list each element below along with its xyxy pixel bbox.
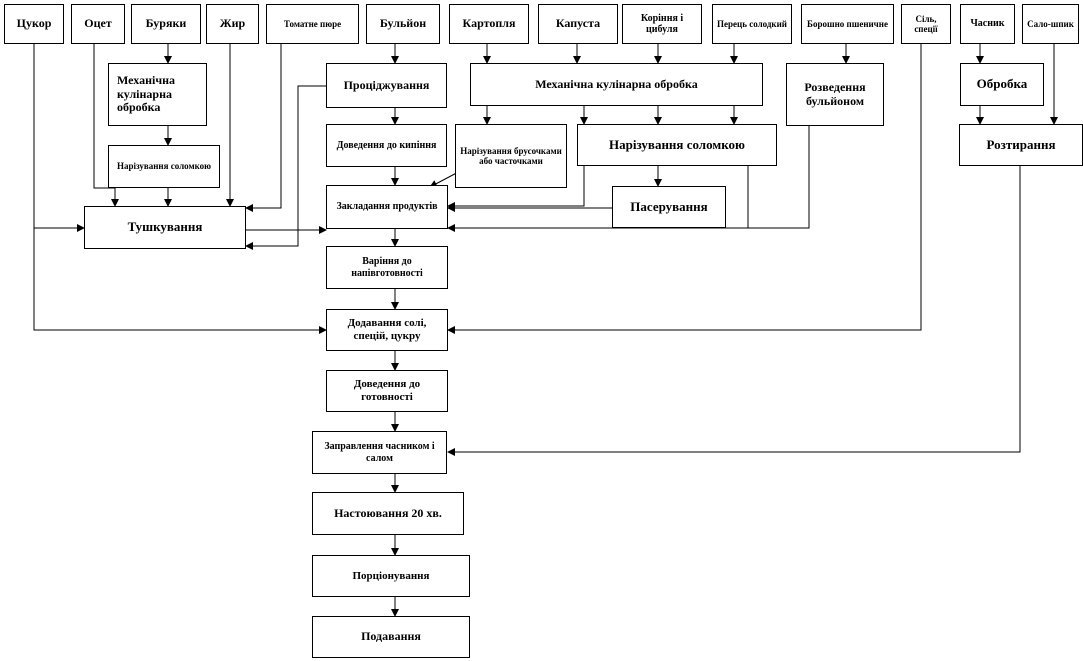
- ingredient-potatoes-box: Картопля: [449, 4, 529, 44]
- connector-straining-to-stewing: [245, 85, 326, 250]
- ingredient-wheat-flour-label: Борошно пшеничне: [807, 18, 888, 29]
- step-cutting-bars-or-pieces-label: Нарізування брусочками або часточками: [460, 145, 562, 166]
- ingredient-garlic-box: Часник: [960, 4, 1015, 44]
- ingredient-salt-spices-box: Сіль, спеції: [901, 4, 951, 44]
- step-grinding: Розтирання: [959, 124, 1083, 166]
- connector-sugar-to-adding: [33, 44, 327, 334]
- ingredient-beets-box: Буряки: [131, 4, 201, 44]
- ingredient-vinegar-box: Оцет: [71, 4, 125, 44]
- ingredient-tomato-puree-box: Томатне пюре: [266, 4, 359, 44]
- step-seasoning-garlic-fat-label: Заправлення часником і салом: [324, 441, 435, 464]
- ingredient-roots-onion-box: Коріння і цибуля: [622, 4, 702, 44]
- connector-cutstrips-to-adding-products: [447, 166, 585, 210]
- ingredient-sweet-pepper-label: Перець солодкий: [717, 18, 787, 29]
- connector-grinding-to-seasoning: [447, 166, 1021, 456]
- step-beet-mechanical-processing: Механічна кулінарна обробка: [108, 63, 207, 126]
- step-beet-cutting-strips-label: Нарізування соломкою: [116, 161, 212, 172]
- ingredient-pork-fat-label: Сало-шпик: [1027, 18, 1074, 29]
- step-cutting-strips: Нарізування соломкою: [577, 124, 777, 166]
- step-cutting-bars-or-pieces: Нарізування брусочками або часточками: [455, 124, 567, 188]
- step-veg-mechanical-processing: Механічна кулінарна обробка: [470, 63, 763, 106]
- step-straining: Проціджування: [326, 63, 447, 108]
- connector-tomato-to-stewing: [245, 44, 282, 212]
- step-serving: Подавання: [312, 616, 470, 658]
- ingredient-roots-onion-label: Коріння і цибуля: [640, 12, 684, 36]
- step-beet-cutting-strips: Нарізування соломкою: [108, 145, 220, 188]
- step-dilution-with-broth-label: Розведення бульйоном: [804, 79, 866, 108]
- ingredient-sugar-box: Цукор: [4, 4, 64, 44]
- connector-dilution-to-adding-products: [447, 126, 810, 232]
- step-infusing-label: Настоювання 20 хв.: [334, 505, 442, 520]
- step-adding-products-label: Закладання продуктів: [336, 201, 438, 213]
- step-bring-to-readiness: Доведення до готовності: [326, 370, 448, 412]
- ingredient-wheat-flour-box: Борошно пшеничне: [801, 4, 894, 44]
- step-cooking-half-ready-label: Варіння до напівготовності: [351, 256, 423, 279]
- ingredient-salt-spices-label: Сіль, спеції: [914, 13, 938, 34]
- ingredient-garlic-label: Часник: [970, 18, 1005, 30]
- ingredient-beets-label: Буряки: [145, 16, 187, 31]
- step-bring-to-boil-label: Доведення до кипіння: [336, 139, 437, 151]
- step-adding-salt-spices-sugar-label: Додавання солі, спецій, цукру: [347, 317, 427, 342]
- connector-vinegar-to-stewing: [93, 44, 119, 207]
- step-sauteing: Пасерування: [612, 186, 726, 228]
- step-grinding-label: Розтирання: [986, 136, 1056, 152]
- step-seasoning-garlic-fat: Заправлення часником і салом: [312, 431, 447, 474]
- ingredient-sweet-pepper-box: Перець солодкий: [712, 4, 792, 44]
- ingredient-pork-fat-box: Сало-шпик: [1022, 4, 1079, 44]
- ingredient-sugar-label: Цукор: [16, 16, 52, 31]
- ingredient-potatoes-label: Картопля: [462, 16, 516, 31]
- ingredient-vinegar-label: Оцет: [84, 16, 112, 31]
- connector-salt-to-adding-salt: [447, 44, 922, 334]
- ingredient-cabbage-box: Капуста: [538, 4, 618, 44]
- step-beet-mechanical-processing-label: Механічна кулінарна обробка: [117, 72, 176, 115]
- step-stewing: Тушкування: [84, 206, 246, 249]
- step-cutting-strips-label: Нарізування соломкою: [609, 136, 745, 152]
- step-infusing: Настоювання 20 хв.: [312, 492, 464, 535]
- step-serving-label: Подавання: [361, 629, 421, 644]
- step-dilution-with-broth: Розведення бульйоном: [786, 63, 884, 126]
- step-garlic-processing-label: Обробка: [976, 76, 1028, 92]
- step-veg-mechanical-processing-label: Механічна кулінарна обробка: [535, 76, 698, 91]
- step-adding-products: Закладання продуктів: [326, 185, 448, 229]
- step-garlic-processing: Обробка: [960, 63, 1044, 106]
- step-cooking-half-ready: Варіння до напівготовності: [326, 246, 448, 289]
- step-straining-label: Проціджування: [343, 77, 430, 92]
- step-bring-to-readiness-label: Доведення до готовності: [353, 378, 421, 403]
- ingredient-cabbage-label: Капуста: [555, 16, 601, 31]
- ingredient-broth-box: Бульйон: [366, 4, 440, 44]
- step-sauteing-label: Пасерування: [630, 198, 708, 214]
- step-portioning-label: Порціонування: [352, 569, 430, 582]
- step-stewing-label: Тушкування: [127, 219, 203, 235]
- ingredient-fat-label: Жир: [219, 16, 246, 31]
- ingredient-tomato-puree-label: Томатне пюре: [283, 18, 342, 29]
- ingredient-broth-label: Бульйон: [379, 16, 427, 31]
- step-bring-to-boil: Доведення до кипіння: [326, 124, 447, 167]
- step-portioning: Порціонування: [312, 555, 470, 597]
- step-adding-salt-spices-sugar: Додавання солі, спецій, цукру: [326, 309, 448, 351]
- ingredient-fat-box: Жир: [206, 4, 259, 44]
